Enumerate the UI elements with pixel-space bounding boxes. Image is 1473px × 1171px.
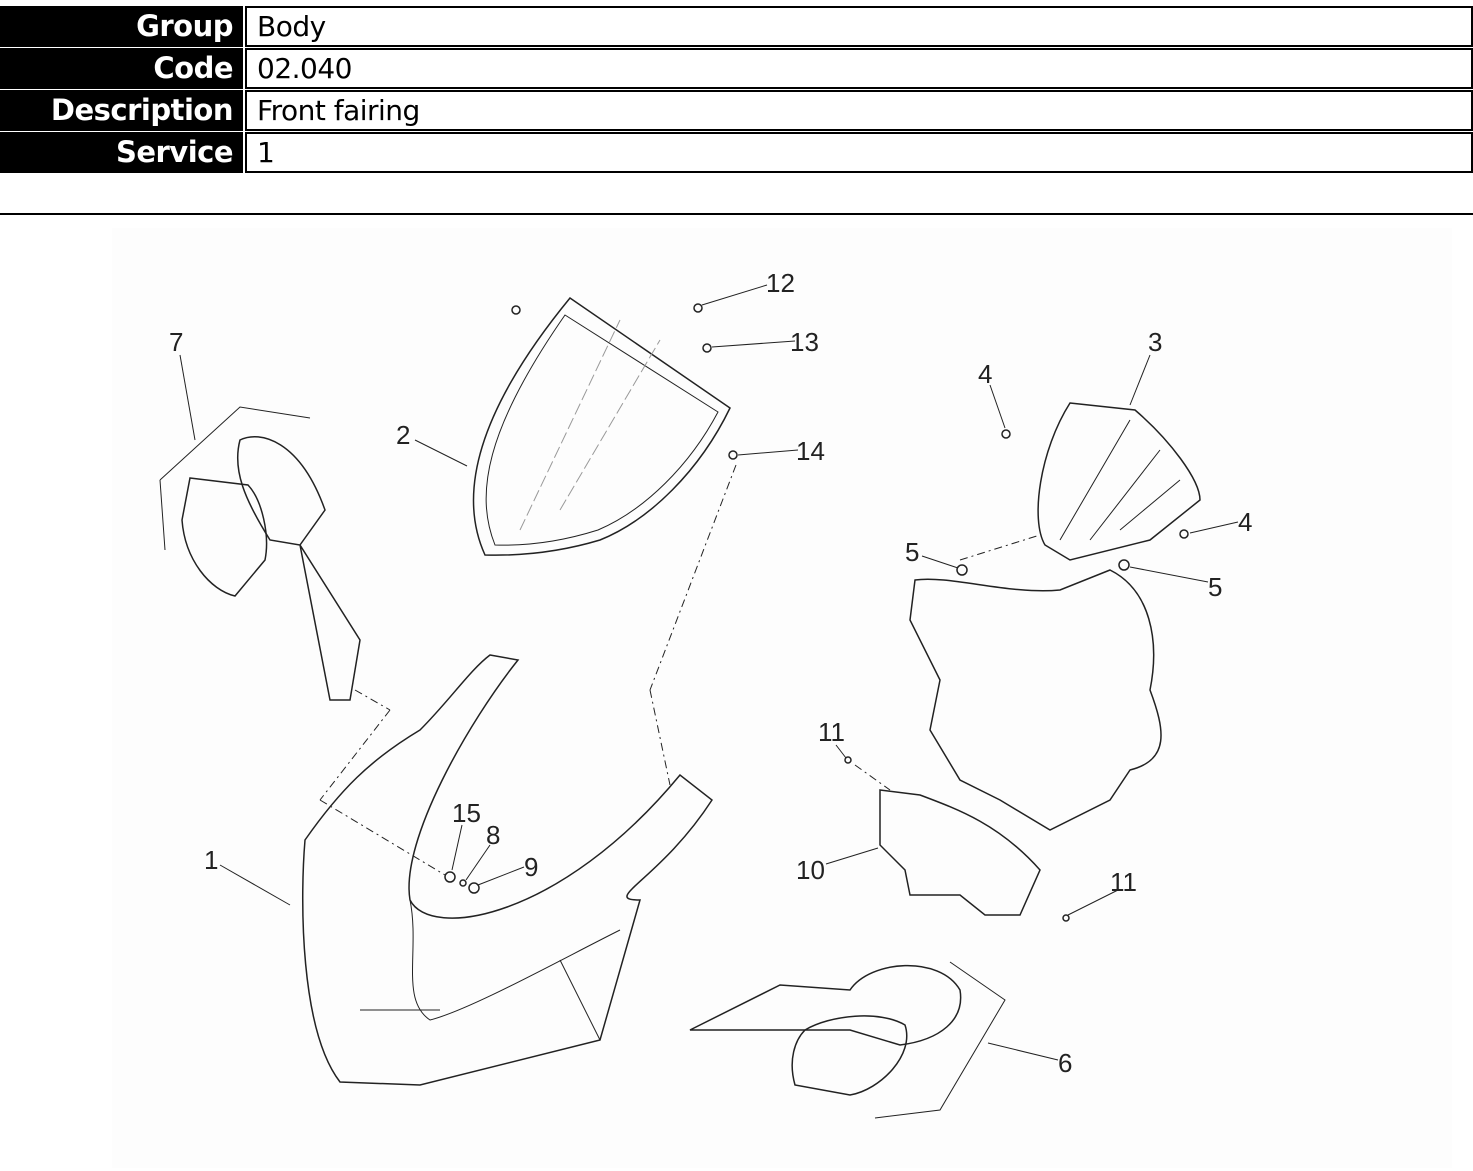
callout-5b: 5 — [1208, 572, 1223, 602]
callout-12: 12 — [766, 268, 795, 298]
code-label: Code — [0, 48, 243, 89]
service-value: 1 — [245, 132, 1473, 173]
code-value: 02.040 — [245, 48, 1473, 89]
windscreen-part — [472, 296, 731, 556]
callout-4a: 4 — [978, 359, 993, 389]
callout-9: 9 — [524, 852, 539, 882]
callout-15: 15 — [452, 798, 481, 828]
description-label: Description — [0, 90, 243, 131]
callout-14: 14 — [796, 436, 825, 466]
instrument-cover-part — [1037, 402, 1201, 561]
header-row-description: Description Front fairing — [0, 90, 1473, 131]
callout-7: 7 — [169, 327, 184, 357]
callout-10: 10 — [796, 855, 825, 885]
left-mirror-part — [236, 436, 361, 701]
header-row-group: Group Body — [0, 6, 1473, 47]
callout-3: 3 — [1148, 327, 1163, 357]
callout-11b: 11 — [1110, 867, 1137, 897]
headlight-support-part — [879, 789, 1041, 916]
header-row-code: Code 02.040 — [0, 48, 1473, 89]
description-value: Front fairing — [245, 90, 1473, 131]
left-mirror-glass — [181, 477, 268, 597]
divider — [0, 213, 1473, 215]
exploded-parts-diagram — [112, 228, 1452, 1168]
group-value: Body — [245, 6, 1473, 47]
callout-1: 1 — [204, 845, 219, 875]
callout-4b: 4 — [1238, 507, 1253, 537]
callout-6: 6 — [1058, 1048, 1073, 1078]
callout-11a: 11 — [818, 717, 845, 747]
header-row-service: Service 1 — [0, 132, 1473, 173]
right-mirror-part — [689, 964, 962, 1046]
group-label: Group — [0, 6, 243, 47]
callout-13: 13 — [790, 327, 819, 357]
callout-5a: 5 — [905, 537, 920, 567]
service-label: Service — [0, 132, 243, 173]
callout-2: 2 — [396, 420, 411, 450]
right-mirror-glass — [791, 1015, 908, 1096]
front-fairing-part — [301, 654, 714, 1086]
callout-8: 8 — [486, 820, 501, 850]
front-bracket-part — [909, 569, 1162, 831]
